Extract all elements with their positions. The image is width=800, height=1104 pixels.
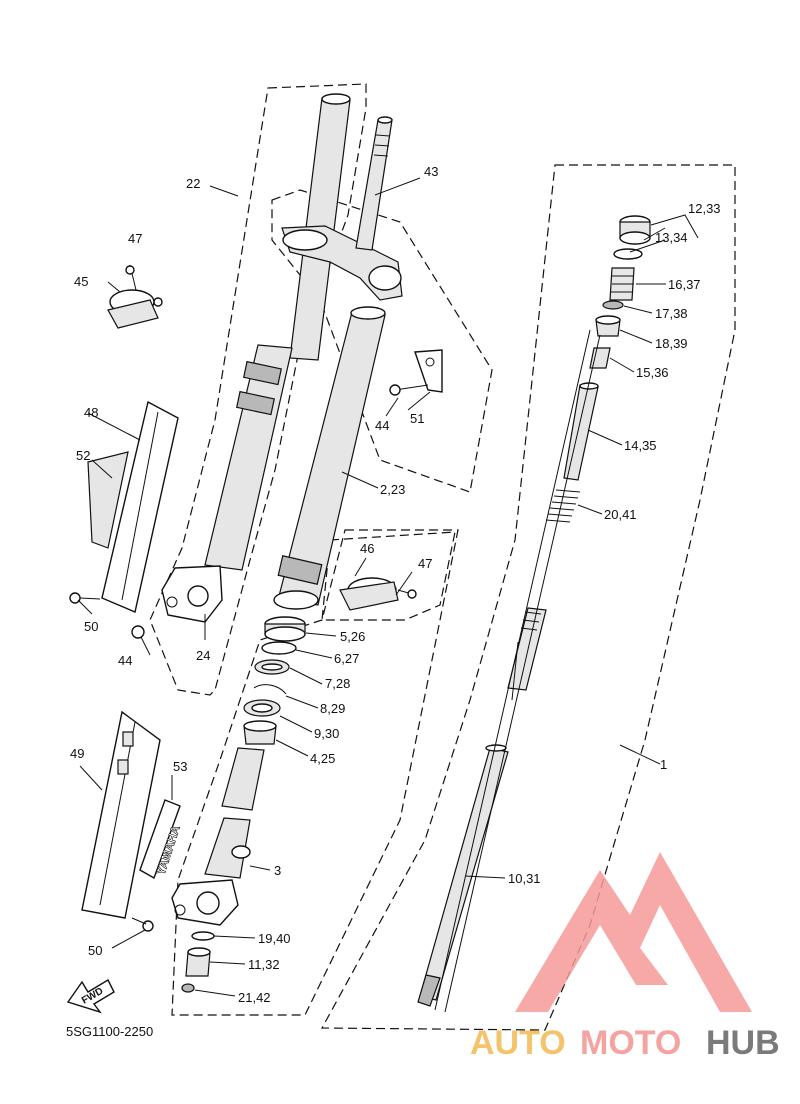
label-22: 22: [186, 176, 200, 191]
label-50-lower: 50: [88, 943, 102, 958]
watermark-text-auto: AUTO: [470, 1024, 566, 1062]
label-45: 45: [74, 274, 88, 289]
label-24: 24: [196, 648, 210, 663]
watermark-text-hub: HUB: [706, 1024, 780, 1062]
label-50-upper: 50: [84, 619, 98, 634]
label-5-26: 5,26: [340, 629, 365, 644]
label-44-lower: 44: [118, 653, 132, 668]
label-4-25: 4,25: [310, 751, 335, 766]
bracket-51: [389, 349, 443, 396]
label-51: 51: [410, 411, 424, 426]
label-17-38: 17,38: [655, 306, 688, 321]
label-13-34: 13,34: [655, 230, 688, 245]
label-8-29: 8,29: [320, 701, 345, 716]
label-10-31: 10,31: [508, 871, 541, 886]
steering-stem: [355, 116, 393, 251]
label-11-32: 11,32: [248, 957, 280, 972]
diagram-code: 5SG1100-2250: [66, 1024, 153, 1039]
label-52: 52: [76, 448, 90, 463]
label-53: 53: [173, 759, 187, 774]
label-1: 1: [660, 757, 667, 772]
outline-clamp-box: [321, 531, 456, 621]
outline-fork-assembly-left: [149, 83, 367, 696]
label-7-28: 7,28: [325, 676, 350, 691]
bottom-small-parts: [181, 931, 215, 993]
inner-tube: [273, 306, 386, 610]
label-15-36: 15,36: [636, 365, 669, 380]
fwd-arrow: FWD: [66, 979, 115, 1014]
label-9-30: 9,30: [314, 726, 339, 741]
label-18-39: 18,39: [655, 336, 688, 351]
label-48: 48: [84, 405, 98, 420]
label-19-40: 19,40: [258, 931, 291, 946]
fork-guard-49: [81, 710, 181, 932]
label-21-42: 21,42: [238, 990, 271, 1005]
label-16-37: 16,37: [668, 277, 701, 292]
fork-guard-48: [69, 400, 179, 656]
label-47-top: 47: [128, 231, 142, 246]
watermark-text-moto: MOTO: [580, 1024, 681, 1062]
label-14-35: 14,35: [624, 438, 657, 453]
label-3: 3: [274, 863, 281, 878]
outer-tube-3: [171, 747, 265, 926]
automotohub-watermark: AUTO MOTO HUB: [470, 852, 780, 1062]
label-43: 43: [424, 164, 438, 179]
part-labels: 22 43 47 45 48 44 51 52 2,23 46 47 50 5,…: [70, 164, 721, 1005]
leader-lines: [77, 177, 699, 997]
label-20-41: 20,41: [604, 507, 637, 522]
clamp-46: [339, 577, 417, 611]
lower-parts-stack: [243, 616, 306, 745]
damper-assembly: [417, 215, 651, 1013]
left-fork-leg: [161, 93, 403, 623]
label-6-27: 6,27: [334, 651, 359, 666]
label-12-33: 12,33: [688, 201, 721, 216]
watermark-logo-triangle: [515, 852, 752, 1012]
label-47-mid: 47: [418, 556, 432, 571]
label-2-23: 2,23: [380, 482, 405, 497]
clamp-45: [107, 264, 163, 329]
label-49: 49: [70, 746, 84, 761]
label-44-upper: 44: [375, 418, 389, 433]
label-46: 46: [360, 541, 374, 556]
